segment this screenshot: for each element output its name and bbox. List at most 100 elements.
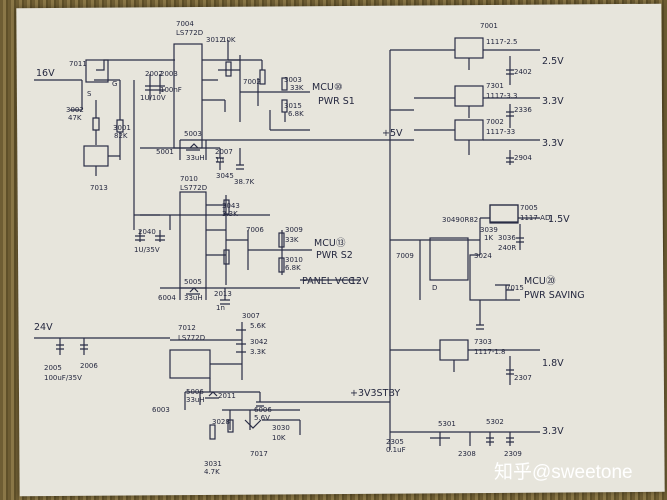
u7002-part: 1117-33: [486, 128, 515, 136]
c2005-value: 100uF/35V: [44, 374, 82, 382]
c2336-ref: 2336: [514, 106, 532, 114]
c2007-value: 1n: [215, 156, 224, 164]
input-24v-label: 24V: [34, 322, 53, 333]
r3045-value: 38.7K: [234, 178, 255, 186]
l5006-ref: 5006: [186, 388, 204, 396]
c2002-value: 1U/10V: [140, 94, 166, 102]
mcu1-label: MCU: [312, 82, 334, 93]
r3049-value: 0R82: [460, 216, 478, 224]
r3007-value: 5.6K: [250, 322, 266, 330]
c6004-ref: 6004: [158, 294, 176, 302]
q7015-ref: 7015: [506, 284, 524, 292]
l5301-ref: 5301: [438, 420, 456, 428]
r3010-value: 6.8K: [285, 264, 301, 272]
rail-2v5-label: 2.5V: [542, 56, 564, 67]
r3031-ref: 3031: [204, 460, 222, 468]
watermark-site: 知乎: [494, 461, 532, 483]
u7004-ref: 7004: [176, 20, 194, 28]
r3045-ref: 3045: [216, 172, 234, 180]
r3042-value: 3.3K: [250, 348, 266, 356]
mcu3-label: MCU: [524, 276, 546, 287]
rail-5v-label: +5V: [382, 128, 403, 139]
rail-3v3b-label: 3.3V: [542, 138, 564, 149]
r3024-ref: 3024: [474, 252, 492, 260]
r3030-value: 10K: [272, 434, 286, 442]
r3007-ref: 3007: [242, 312, 260, 320]
r3012-ref: 3012: [206, 36, 224, 44]
r3031-value: 4.7K: [204, 468, 220, 476]
q7002-ref: 7002: [243, 78, 261, 86]
mcu3-pin: ⑳: [546, 276, 556, 287]
c2011-ref: 2011: [218, 392, 236, 400]
l5005-value: 33uH: [184, 294, 203, 302]
u7010-part: LS772D: [180, 184, 207, 192]
u7301-part: 1117-3.3: [486, 92, 517, 100]
mcu1-pin: ⑩: [334, 82, 343, 93]
schematic-wires: [34, 37, 540, 450]
r3001-value: 82K: [114, 132, 128, 140]
r3003-value: 33K: [290, 84, 304, 92]
u7301-ref: 7301: [486, 82, 504, 90]
q7009-ref: 7009: [396, 252, 414, 260]
3v3stby-label: +3V3STBY: [350, 388, 400, 399]
r3039-value: 1K: [484, 234, 493, 242]
r3001-ref: 3001: [113, 124, 131, 132]
c2307-ref: 2307: [514, 374, 532, 382]
r3043-value: 3.3K: [222, 210, 238, 218]
u7005-ref: 7005: [520, 204, 538, 212]
mcu2-pin: ⑬: [336, 238, 346, 249]
watermark-user: @sweetone: [532, 462, 633, 483]
c6003-ref: 6003: [152, 406, 170, 414]
c2003-value: 100nF: [160, 86, 182, 94]
pin-d-label: D: [432, 284, 437, 292]
u7303-part: 1117-1.8: [474, 348, 505, 356]
q7006-ref: 7006: [246, 226, 264, 234]
pin-g-label: G: [112, 80, 117, 88]
c2040-ref: 2040: [138, 228, 156, 236]
c2402-ref: 2402: [514, 68, 532, 76]
r3003-ref: 3003: [284, 76, 302, 84]
r3012-value: 10K: [222, 36, 236, 44]
r3042-ref: 3042: [250, 338, 268, 346]
l5005-ref: 5005: [184, 278, 202, 286]
c2305-ref: 2305: [386, 438, 404, 446]
c2904-ref: 2904: [514, 154, 532, 162]
input-16v-label: 16V: [36, 68, 55, 79]
c2002-ref: 2002: [145, 70, 163, 78]
rail-1v8-label: 1.8V: [542, 358, 564, 369]
c2006-ref: 2006: [80, 362, 98, 370]
pwr-s1-label: PWR S1: [318, 96, 355, 107]
pwr-saving-label: PWR SAVING: [524, 290, 585, 301]
pin-s-label: S: [87, 90, 92, 98]
u7012-part: LS772D: [178, 334, 205, 342]
r3015-ref: 3015: [284, 102, 302, 110]
mcu2-label: MCU: [314, 238, 336, 249]
u7004-part: LS772D: [176, 29, 203, 37]
r3036-ref: 3036: [498, 234, 516, 242]
l5003-value: 33uH: [186, 154, 205, 162]
u7010-ref: 7010: [180, 175, 198, 183]
u7001-ref: 7001: [480, 22, 498, 30]
u7303-ref: 7303: [474, 338, 492, 346]
c2040-value: 1U/35V: [134, 246, 160, 254]
c2007-ref: 2007: [215, 148, 233, 156]
r3049-ref: 3049: [442, 216, 460, 224]
rail-3v3c-label: 3.3V: [542, 426, 564, 437]
u7001-part: 1117-2.5: [486, 38, 517, 46]
l5003-ref: 5003: [184, 130, 202, 138]
rail-1v5-label: 1.5V: [548, 214, 570, 225]
l5006-value: 33uH: [186, 396, 205, 404]
r3015-value: 6.8K: [288, 110, 304, 118]
u7012-ref: 7012: [178, 324, 196, 332]
r3039-ref: 3039: [480, 226, 498, 234]
c2003-ref: 2003: [160, 70, 178, 78]
r3010-ref: 3010: [285, 256, 303, 264]
l5302-ref: 5302: [486, 418, 504, 426]
r3028-ref: 3028: [212, 418, 230, 426]
d6006-ref: 6006: [254, 406, 272, 414]
r3009-ref: 3009: [285, 226, 303, 234]
c2309-ref: 2309: [504, 450, 522, 458]
c2013-ref: 2013: [214, 290, 232, 298]
